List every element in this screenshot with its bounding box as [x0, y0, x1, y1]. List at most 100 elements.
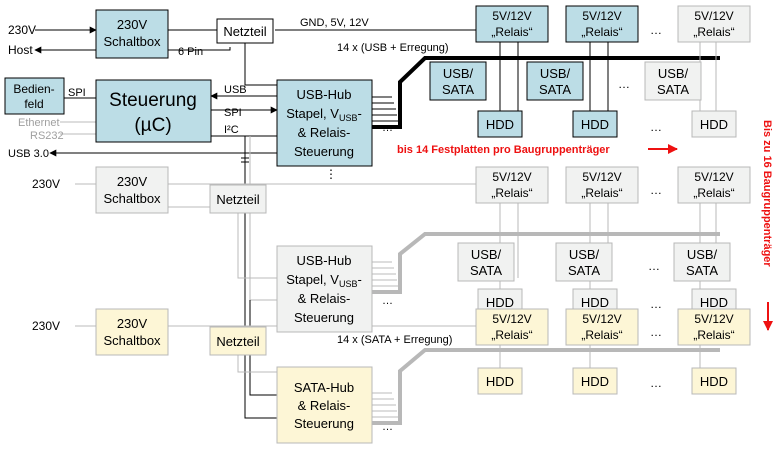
dots-r3-relais: … — [650, 325, 662, 339]
row2-usbsata-3: USB/ SATA — [673, 242, 731, 282]
svg-text:Netzteil: Netzteil — [216, 192, 259, 207]
per-carrier-annotation: bis 14 Festplatten pro Baugruppenträger — [397, 144, 610, 156]
labels: 230V Host 6 Pin GND, 5V, 12V 14 x (USB +… — [8, 17, 773, 433]
svg-text:Netzteil: Netzteil — [216, 334, 259, 349]
row1-hub-line2: Stapel, VUSB- — [286, 106, 362, 123]
row3-power-in-label: 230V — [32, 319, 60, 333]
svg-text:SATA: SATA — [686, 263, 718, 278]
svg-text:230V: 230V — [117, 174, 148, 189]
spi-label: SPI — [224, 107, 242, 119]
row1-relais-2: 5V/12V „Relais“ — [565, 5, 639, 43]
svg-text:Schaltbox: Schaltbox — [103, 333, 161, 348]
row1-netzteil: Netzteil — [216, 18, 274, 44]
svg-text:Steuerung: Steuerung — [294, 310, 354, 325]
row1-hub-line3: & Relais- — [298, 125, 351, 140]
row3-relais-2: 5V/12V „Relais“ — [565, 308, 639, 346]
svg-text:HDD: HDD — [700, 374, 728, 389]
row3-hdd-1: HDD — [477, 367, 523, 395]
svg-text:„Relais“: „Relais“ — [693, 186, 734, 200]
row1-hdd-3: HDD — [691, 110, 737, 138]
svg-text:USB/: USB/ — [658, 66, 689, 81]
rs232-label: RS232 — [30, 130, 64, 142]
svg-text:HDD: HDD — [581, 117, 609, 132]
row2-netzteil: Netzteil — [209, 184, 267, 214]
row1-usbsata-1: USB/ SATA — [429, 61, 487, 101]
svg-text:SATA: SATA — [539, 82, 571, 97]
carriers-annotation: Bis zu 16 Baugruppenträger — [761, 120, 773, 267]
svg-text:SATA: SATA — [568, 263, 600, 278]
row2-schaltbox: 230V Schaltbox — [95, 166, 169, 214]
svg-text:5V/12V: 5V/12V — [582, 170, 621, 184]
svg-text:5V/12V: 5V/12V — [492, 9, 531, 23]
svg-text:USB-Hub: USB-Hub — [297, 253, 352, 268]
row1-usb-hub: USB-Hub Stapel, VUSB- & Relais- Steuerun… — [276, 79, 373, 167]
usb3-label: USB 3.0 — [8, 148, 49, 160]
svg-text:„Relais“: „Relais“ — [581, 25, 622, 39]
row3-hdd-3: HDD — [691, 367, 737, 395]
row2-power-in-label: 230V — [32, 177, 60, 191]
svg-text:„Relais“: „Relais“ — [491, 328, 532, 342]
sata-bus-label: 14 x (SATA + Erregung) — [337, 334, 452, 346]
svg-text:5V/12V: 5V/12V — [582, 312, 621, 326]
svg-text:„Relais“: „Relais“ — [693, 25, 734, 39]
dots-r2-relais: … — [650, 183, 662, 197]
svg-text:„Relais“: „Relais“ — [581, 186, 622, 200]
svg-text:HDD: HDD — [486, 295, 514, 310]
svg-text:SATA: SATA — [442, 82, 474, 97]
dots-r1-relais: … — [650, 23, 662, 37]
row2-relais-3: 5V/12V „Relais“ — [677, 166, 751, 204]
svg-text:5V/12V: 5V/12V — [492, 170, 531, 184]
row3-relais-3: 5V/12V „Relais“ — [677, 308, 751, 346]
steuerung: Steuerung (µC) — [95, 79, 212, 143]
spi-left-label: SPI — [68, 87, 86, 99]
svg-text:230V: 230V — [117, 316, 148, 331]
svg-text:Steuerung: Steuerung — [294, 416, 354, 431]
svg-text:„Relais“: „Relais“ — [491, 25, 532, 39]
bus-label: GND, 5V, 12V — [300, 17, 369, 29]
usb-bus-label: 14 x (USB + Erregung) — [337, 42, 449, 54]
row1-usbsata-2: USB/ SATA — [526, 61, 584, 101]
svg-text:SATA: SATA — [470, 263, 502, 278]
row1-usbsata-3: USB/ SATA — [644, 61, 702, 101]
svg-text:SATA-Hub: SATA-Hub — [294, 380, 354, 395]
vdots-rows: ⋮ — [325, 167, 337, 181]
row1-hub-line4: Steuerung — [294, 144, 354, 159]
svg-text:„Relais“: „Relais“ — [491, 186, 532, 200]
row2-usbsata-2: USB/ SATA — [555, 242, 613, 282]
power-in-label: 230V — [8, 23, 36, 37]
row3-sata-hub: SATA-Hub & Relais- Steuerung — [276, 366, 373, 444]
svg-text:HDD: HDD — [486, 374, 514, 389]
bedienfeld-line1: Bedien- — [13, 82, 54, 96]
six-pin-label: 6 Pin — [178, 46, 203, 58]
svg-text:USB/: USB/ — [540, 66, 571, 81]
svg-text:HDD: HDD — [486, 117, 514, 132]
dots-r1-usbsata: … — [618, 77, 630, 91]
row1-relais-3: 5V/12V „Relais“ — [677, 5, 751, 43]
svg-text:USB/: USB/ — [471, 247, 502, 262]
connection-lines — [34, 26, 720, 425]
dots-r1-hub: … — [382, 122, 393, 134]
row1-schaltbox-line2: Schaltbox — [103, 34, 161, 49]
row1-schaltbox-line1: 230V — [117, 17, 148, 32]
svg-text:5V/12V: 5V/12V — [694, 312, 733, 326]
steuerung-line1: Steuerung — [109, 90, 197, 111]
svg-text:5V/12V: 5V/12V — [694, 170, 733, 184]
host-label: Host — [8, 43, 33, 57]
bedienfeld-line2: feld — [24, 97, 43, 111]
steuerung-line2: (µC) — [134, 115, 171, 136]
svg-text:USB/: USB/ — [687, 247, 718, 262]
svg-text:HDD: HDD — [700, 295, 728, 310]
row1-relais-1: 5V/12V „Relais“ — [475, 5, 549, 43]
bedienfeld: Bedien- feld — [4, 77, 65, 115]
svg-text:& Relais-: & Relais- — [298, 398, 351, 413]
svg-text:SATA: SATA — [657, 82, 689, 97]
svg-text:Stapel, VUSB-: Stapel, VUSB- — [286, 272, 362, 289]
svg-text:USB/: USB/ — [443, 66, 474, 81]
svg-text:USB/: USB/ — [569, 247, 600, 262]
row1-hdd-1: HDD — [477, 110, 523, 138]
row1-hdd-2: HDD — [572, 110, 618, 138]
dots-r2-hub: … — [382, 295, 393, 307]
row1-schaltbox: 230V Schaltbox — [95, 9, 169, 59]
svg-text:5V/12V: 5V/12V — [492, 312, 531, 326]
